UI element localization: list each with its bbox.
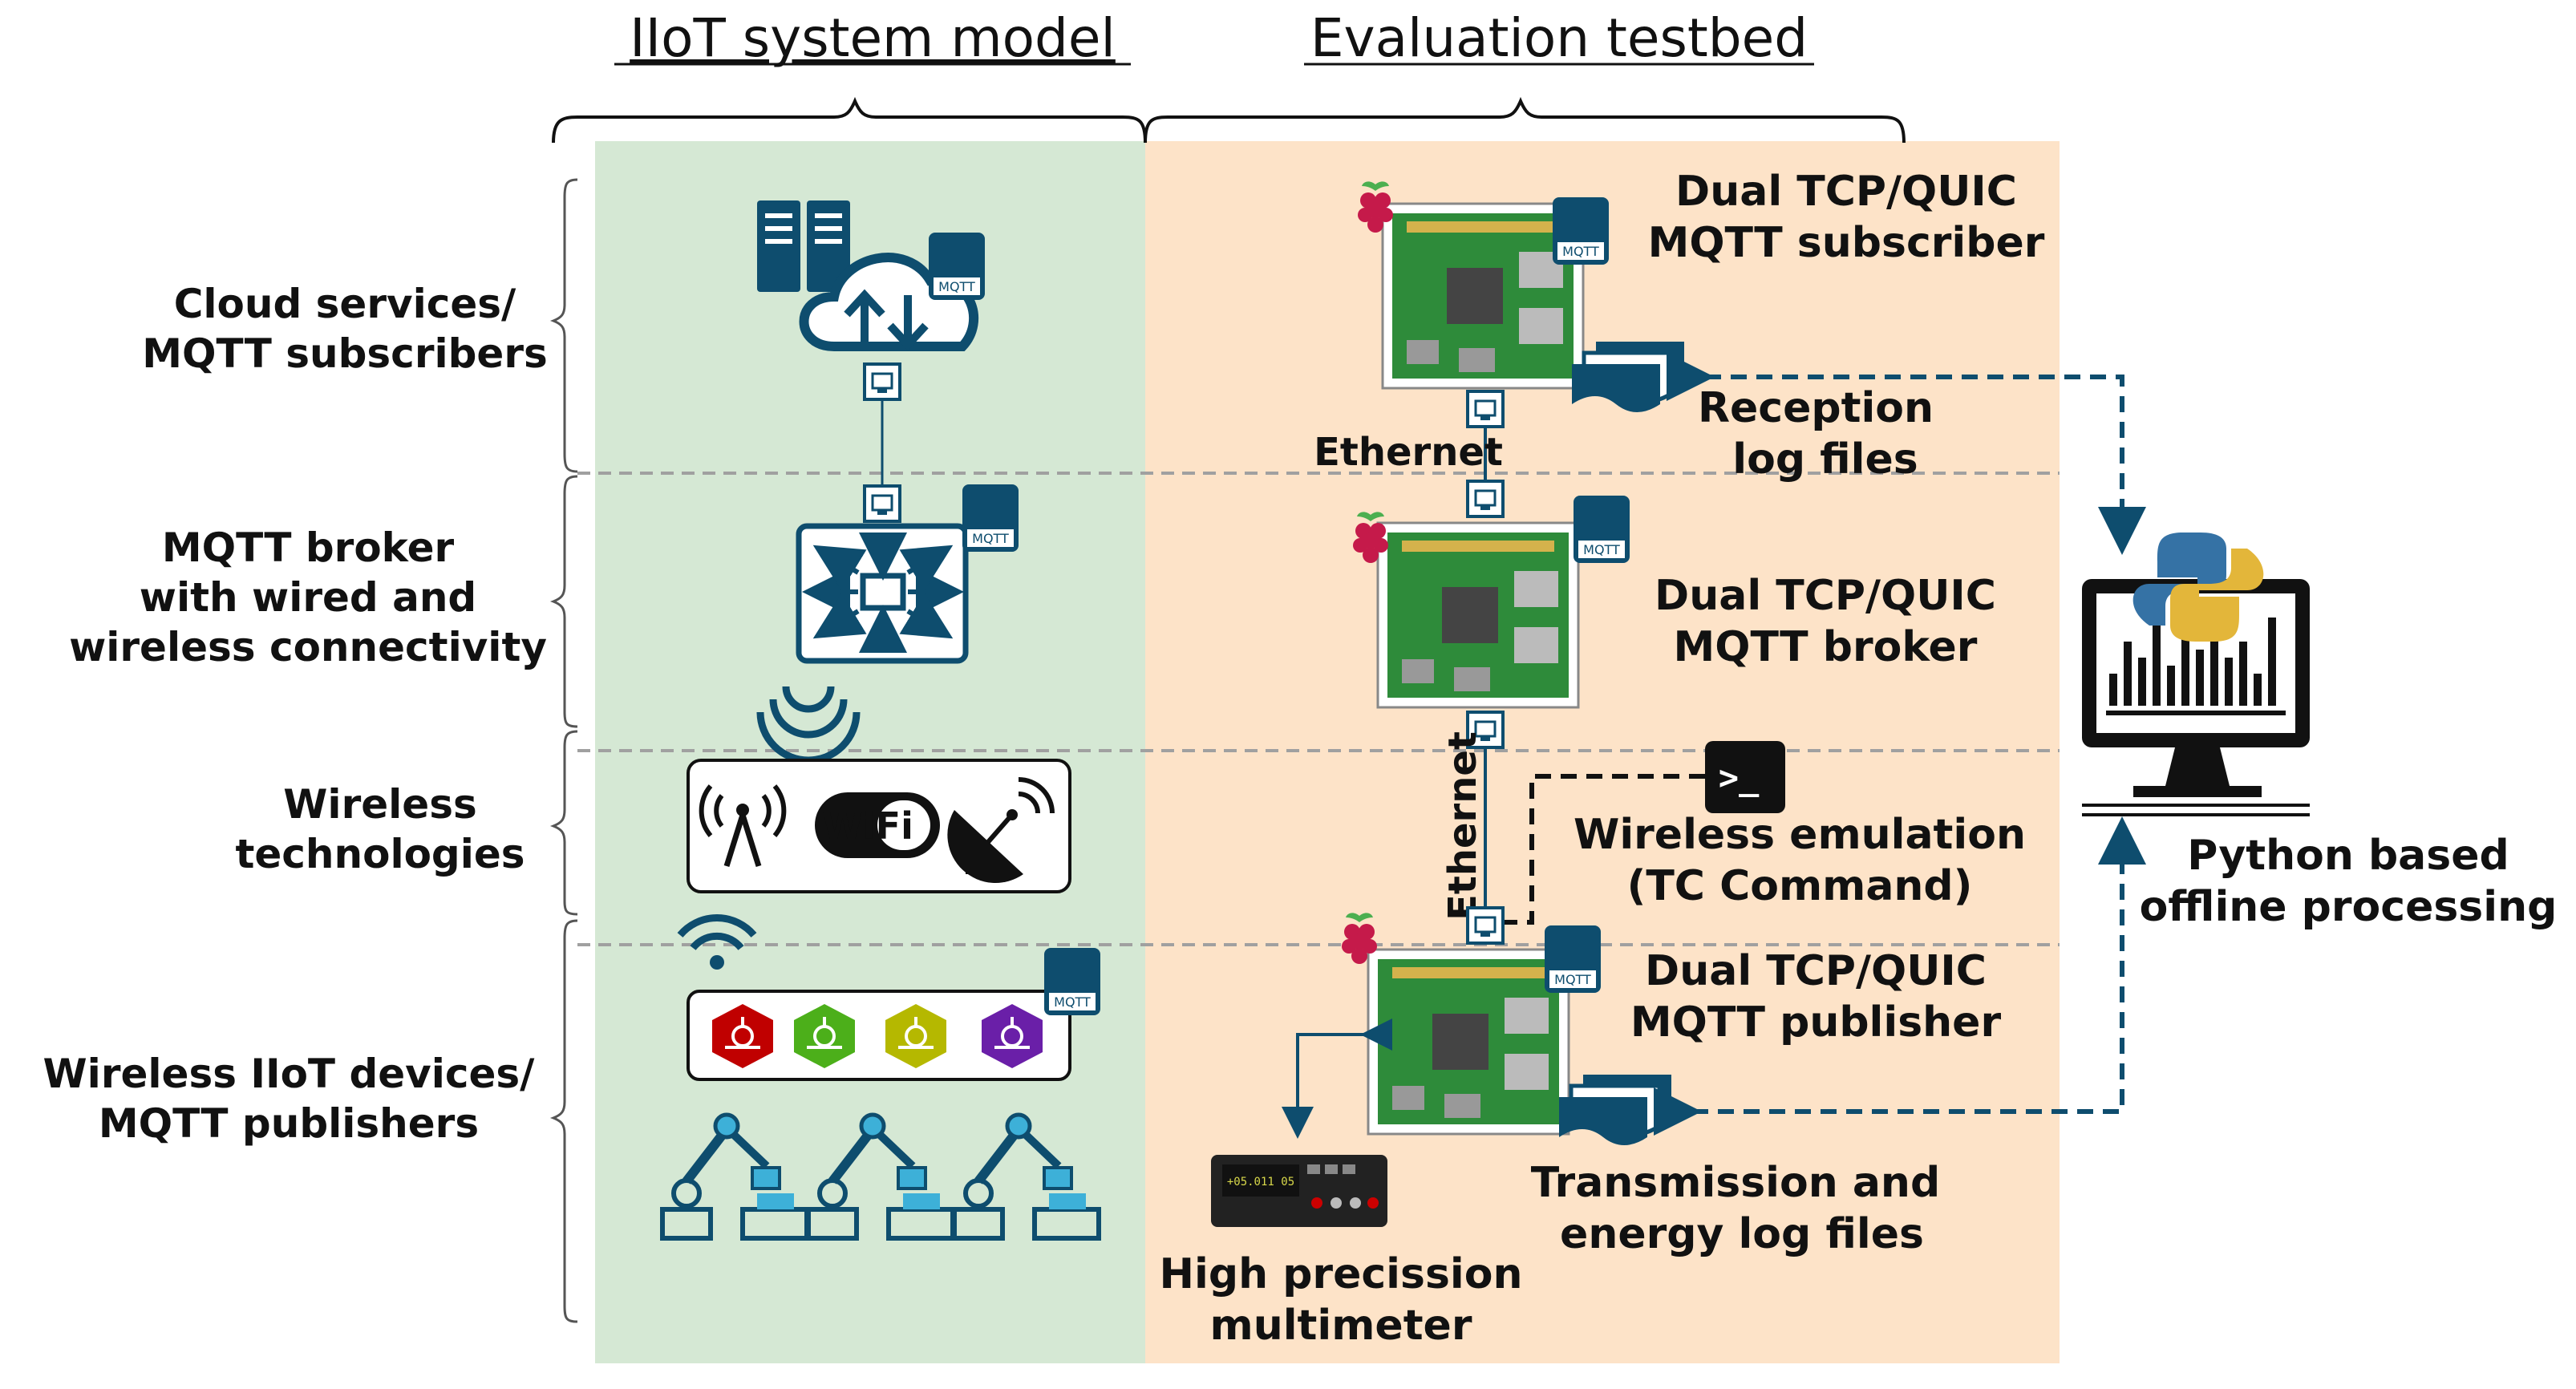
broker-label-2: MQTT broker <box>1674 623 1978 671</box>
svg-text:WiFi: WiFi <box>822 804 913 848</box>
cloud-servers-icon <box>757 200 979 351</box>
header-testbed: Evaluation testbed <box>1310 7 1808 69</box>
mqtt-tag-subscriber: MQTT <box>1553 197 1609 265</box>
multimeter-probe-link <box>1282 1018 1392 1139</box>
ethernet-port-icon <box>1466 480 1505 518</box>
layer-wireless-label-2: technologies <box>235 831 525 877</box>
broker-hub-icon <box>796 523 969 664</box>
header-system-model: IIoT system model <box>630 7 1116 69</box>
svg-text:MQTT: MQTT <box>1054 994 1091 1010</box>
emulation-dashed-link <box>1505 774 1705 925</box>
terminal-icon: >_ <box>1705 741 1785 813</box>
tx-logs-label-2: energy log files <box>1560 1210 1924 1258</box>
mqtt-tag-broker-testbed: MQTT <box>1574 496 1630 563</box>
python-label-2: offline processing <box>2140 883 2558 931</box>
svg-text:MQTT: MQTT <box>1583 542 1620 557</box>
svg-text:MQTT: MQTT <box>972 531 1009 546</box>
iiot-devices-box <box>687 990 1071 1081</box>
python-monitor-icon <box>2082 533 2310 816</box>
layer-cloud-label-1: Cloud services/ <box>174 281 516 327</box>
layer-broker-label-1: MQTT broker <box>162 524 455 571</box>
antenna-icon <box>699 784 787 868</box>
multimeter-icon: +05.011 05 <box>1211 1155 1387 1227</box>
layer-broker-label-2: with wired and <box>140 574 476 621</box>
mqtt-tag-publisher: MQTT <box>1545 925 1601 993</box>
brace-system-model <box>552 96 1147 144</box>
satellite-dish-icon <box>947 777 1055 884</box>
mqtt-tag-devices: MQTT <box>1044 948 1100 1015</box>
brace-layer-broker <box>549 475 578 728</box>
svg-text:+05.011 05: +05.011 05 <box>1227 1176 1294 1189</box>
broker-label-1: Dual TCP/QUIC <box>1655 572 1996 620</box>
ethernet-port-icon <box>1466 906 1505 945</box>
ethernet-port-icon <box>1466 390 1505 428</box>
tx-logs-python-link <box>1654 816 2146 1136</box>
wifi-logo-icon: WiFi <box>815 792 940 858</box>
python-label-1: Python based <box>2187 832 2509 880</box>
layer-cloud-label-2: MQTT subscribers <box>142 330 548 377</box>
layer-wireless-label-1: Wireless <box>283 781 476 828</box>
emulation-label-2: (TC Command) <box>1627 862 1973 910</box>
brace-layer-cloud <box>549 178 578 473</box>
wifi-signal-icon <box>677 914 757 970</box>
svg-text:MQTT: MQTT <box>1562 244 1599 259</box>
multimeter-label-1: High precission <box>1160 1250 1523 1298</box>
brace-layer-devices <box>549 919 578 1323</box>
ethernet-port-icon <box>863 484 901 523</box>
publisher-raspberry-pi-board <box>1367 948 1570 1136</box>
ethernet-label-vertical: Ethernet <box>1440 731 1485 921</box>
mqtt-tag-cloud: MQTT <box>929 233 985 300</box>
brace-testbed <box>1144 96 1906 144</box>
broker-raspberry-pi-board <box>1376 521 1580 709</box>
multimeter-label-2: multimeter <box>1210 1302 1472 1350</box>
svg-text:MQTT: MQTT <box>938 279 975 294</box>
tx-logs-label-1: Transmission and <box>1531 1159 1940 1207</box>
ethernet-port-icon <box>863 362 901 401</box>
reception-logs-label-1: Reception <box>1698 384 1934 432</box>
svg-text:>_: >_ <box>1719 758 1760 797</box>
emulation-label-1: Wireless emulation <box>1574 811 2026 859</box>
subscriber-label-2: MQTT subscriber <box>1648 219 2045 267</box>
reception-logs-label-2: log files <box>1732 435 1918 484</box>
layer-devices-label-1: Wireless IIoT devices/ <box>43 1051 536 1097</box>
mqtt-tag-broker: MQTT <box>962 484 1019 552</box>
publisher-label-2: MQTT publisher <box>1630 998 2002 1047</box>
ethernet-label-horizontal: Ethernet <box>1314 430 1503 475</box>
brace-layer-wireless <box>549 730 578 916</box>
svg-text:MQTT: MQTT <box>1554 972 1591 987</box>
publisher-label-1: Dual TCP/QUIC <box>1645 947 1987 995</box>
subscriber-label-1: Dual TCP/QUIC <box>1675 168 2017 216</box>
layer-broker-label-3: wireless connectivity <box>69 624 547 670</box>
layer-devices-label-2: MQTT publishers <box>99 1100 479 1147</box>
reception-logs-python-link <box>1667 353 2146 555</box>
